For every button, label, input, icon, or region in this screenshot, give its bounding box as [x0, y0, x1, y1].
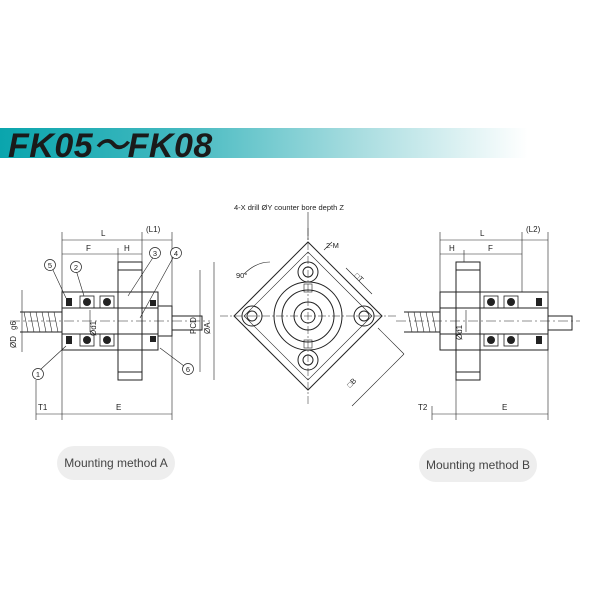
caption-method-a: Mounting method A — [57, 446, 175, 480]
part-6-label: 6 — [186, 365, 190, 374]
dim-h-b-label: H — [449, 244, 455, 253]
title-banner — [0, 128, 600, 158]
dim-d1-b-label: Ød1 — [455, 324, 464, 340]
part-4-marker — [170, 247, 182, 259]
dim-f-label: F — [86, 244, 91, 253]
angle-label: 90° — [236, 271, 247, 280]
caption-method-b: Mounting method B — [419, 448, 537, 482]
part-3-label: 3 — [153, 249, 157, 258]
dim-t1-label: T1 — [38, 403, 48, 412]
dim-l2-label: (L2) — [526, 225, 541, 234]
part-3-marker — [149, 247, 161, 259]
dim-d-label: ØD — [9, 336, 18, 348]
part-2-marker — [70, 261, 82, 273]
dim-d1-label: Ød1 — [89, 320, 98, 336]
front-view: 4-X drill ØY counter bore depth Z 2-M 90… — [220, 203, 405, 407]
dim-l-b-label: L — [480, 229, 485, 238]
part-5-marker — [44, 259, 56, 271]
dim-g6-label: g6 — [9, 321, 18, 330]
part-1-marker — [32, 368, 44, 380]
dim-m-label: 2-M — [326, 241, 339, 250]
dim-b-label: □B — [345, 376, 358, 389]
dim-f-b-label: F — [488, 244, 493, 253]
dim-t2-label: T2 — [418, 403, 428, 412]
dim-t-label: □T — [353, 271, 366, 284]
dim-pcd-label: PCD — [189, 317, 198, 334]
dim-l-label: L — [101, 229, 106, 238]
part-1-label: 1 — [36, 370, 40, 379]
part-6-marker — [182, 363, 194, 375]
drill-note: 4-X drill ØY counter bore depth Z — [234, 203, 344, 212]
part-2-label: 2 — [74, 263, 78, 272]
dim-e-label: E — [116, 403, 121, 412]
page-title: FK05～FK08 — [8, 127, 213, 165]
side-view-method-b: L (L2) H F T2 E Ød1 — [396, 225, 580, 420]
dim-e-b-label: E — [502, 403, 507, 412]
dim-a-label: ØA — [203, 322, 212, 334]
part-5-label: 5 — [48, 261, 52, 270]
part-4-label: 4 — [174, 249, 178, 258]
dim-l1-label: (L1) — [146, 225, 161, 234]
dim-h-label: H — [124, 244, 130, 253]
side-view-method-a: 5 2 3 4 1 6 L (L1) F H T1 E ØD g6 Ød1 PC… — [9, 225, 215, 420]
